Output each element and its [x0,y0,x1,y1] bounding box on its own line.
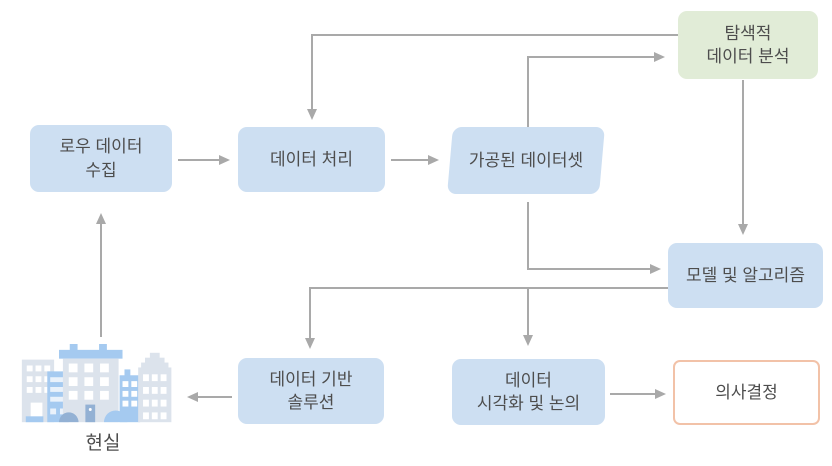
city-buildings-icon [21,344,172,423]
node-processed-dataset: 가공된 데이터셋 [447,127,605,194]
node-label: 가공된 데이터셋 [468,150,584,170]
node-label: 솔루션 [287,393,335,412]
edge-dataset-to-model [527,202,661,274]
node-label: 데이터 처리 [270,149,353,169]
reality-label: 현실 [85,433,121,454]
node-data-driven-solution: 데이터 기반 솔루션 [238,358,384,424]
node-label: 데이터 기반 [269,369,353,389]
node-data-processing: 데이터 처리 [238,127,385,192]
node-data-visualization-discussion: 데이터 시각화 및 논의 [452,359,605,425]
node-label: 탐색적 [724,23,772,43]
edge-eda-to-processing [307,34,678,120]
node-label: 데이터 분석 [706,47,790,66]
node-decision-making: 의사결정 [673,360,820,425]
node-label: 로우 데이터 [59,137,143,157]
node-raw-data-collection: 로우 데이터 수집 [30,125,172,192]
edge-dataset-to-eda [527,52,665,128]
node-exploratory-data-analysis: 탐색적 데이터 분석 [678,11,818,79]
edge-model-to-solution [305,287,668,349]
node-label: 데이터 [505,370,552,390]
node-label: 수집 [85,160,117,180]
node-label: 모델 및 알고리즘 [686,265,805,285]
node-label: 의사결정 [715,382,778,402]
node-model-and-algorithm: 모델 및 알고리즘 [668,243,823,308]
node-label: 시각화 및 논의 [476,394,581,413]
